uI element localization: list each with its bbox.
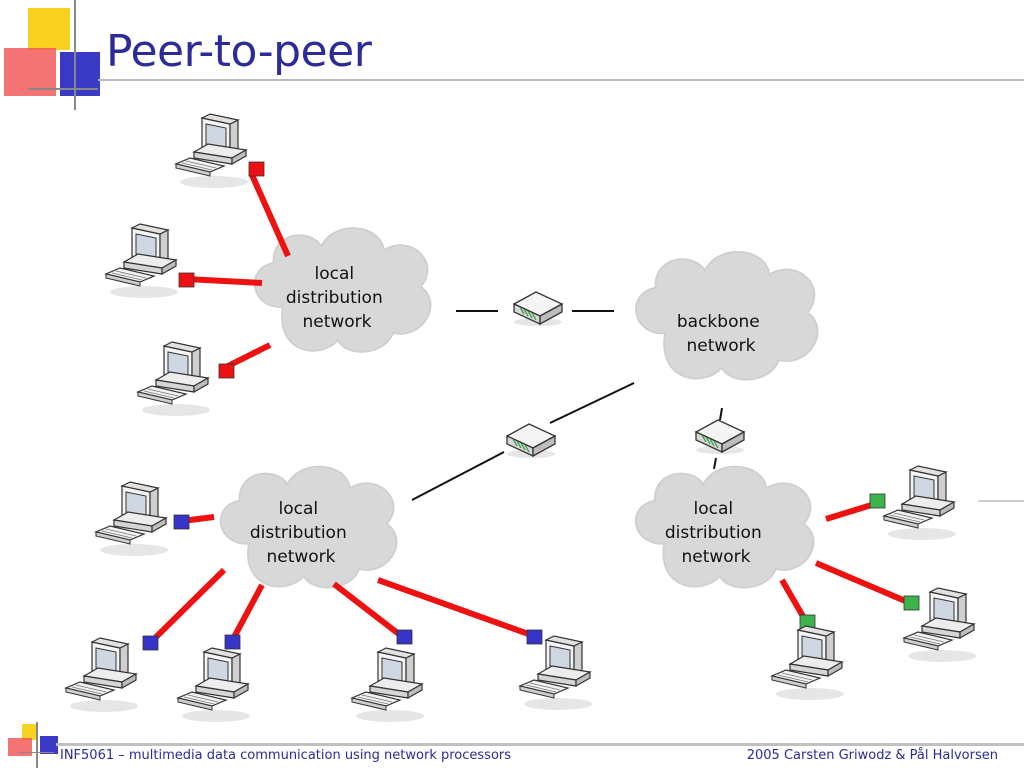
peer-marker-blue [526, 629, 543, 645]
peer-marker-red [178, 272, 195, 288]
computer-icon [519, 635, 593, 711]
computer-icon [95, 481, 169, 557]
footer-authors: 2005 Carsten Griwodz & Pål Halvorsen [746, 748, 998, 763]
router-icon [506, 423, 556, 459]
local-cloud-bottom-right-label: local distribution network [665, 499, 767, 567]
computer-icon [175, 113, 249, 189]
peer-markers [142, 161, 920, 651]
peer-marker-blue [224, 634, 241, 650]
backbone-links [411, 310, 1024, 502]
footer-course: INF5061 – multimedia data communication … [60, 748, 512, 763]
access-links [147, 173, 912, 646]
computer-icon [65, 637, 139, 713]
backbone-label-line2: network [686, 336, 755, 356]
backbone-label-line1: backbone [677, 312, 760, 332]
peer-marker-blue [142, 635, 159, 651]
router-icon [513, 291, 563, 327]
computer-icon [177, 647, 251, 723]
peer-marker-red [218, 363, 235, 379]
computer-icon [883, 465, 957, 541]
backbone-cloud-label: backbone network [677, 312, 765, 356]
peer-marker-blue [173, 514, 190, 530]
computer-icon [771, 625, 845, 701]
peer-marker-green [903, 595, 920, 611]
bottom-left-decoration [8, 722, 1024, 768]
computer-icon [105, 223, 179, 299]
router-icon [695, 419, 745, 455]
computer-icon [137, 341, 211, 417]
slide-title: Peer-to-peer [106, 26, 372, 77]
local-cloud-bottom-left-label: local distribution network [250, 499, 352, 567]
peer-marker-blue [396, 629, 413, 645]
peer-marker-red [248, 161, 265, 177]
computer-icon [351, 647, 425, 723]
top-left-decoration [4, 0, 1024, 110]
peer-marker-green [869, 493, 886, 509]
local-cloud-top-left-label: local distribution network [286, 264, 388, 332]
